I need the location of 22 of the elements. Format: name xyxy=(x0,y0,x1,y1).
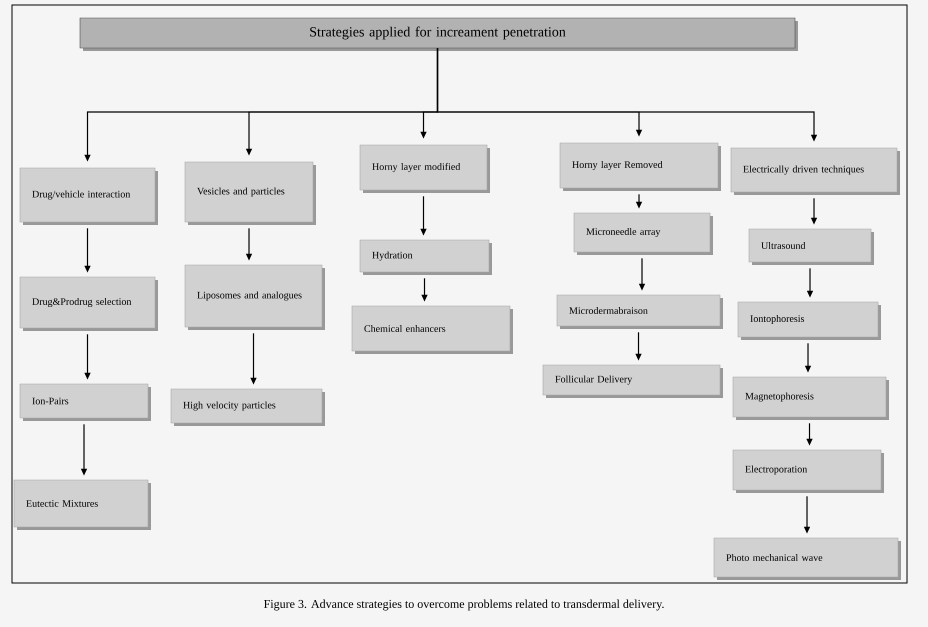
process-box: Follicular Delivery xyxy=(542,364,723,398)
process-box: Chemical enhancers xyxy=(352,306,513,354)
process-box: Iontophoresis xyxy=(738,302,881,340)
process-box: Horny layer modified xyxy=(360,144,490,193)
process-box: Liposomes and analogues xyxy=(184,264,325,330)
process-box: High velocity particles xyxy=(170,388,325,426)
process-box: Drug/vehicle interaction xyxy=(20,168,158,225)
process-box: Magnetophoresis xyxy=(732,376,890,420)
process-box: Photo mechanical wave xyxy=(714,538,901,580)
caption: Figure 3. Advance strategies to overcome problems related to transdermal delivery. xyxy=(264,600,664,610)
process-box: Microdermabraison xyxy=(556,294,723,329)
process-box: Microneedle array xyxy=(574,212,713,255)
title-box: Strategies applied for increament penetration xyxy=(80,18,798,51)
process-box: Vesicles and particles xyxy=(184,162,316,225)
process-box: Electroporation xyxy=(732,450,884,493)
process-box: Ion-Pairs xyxy=(20,384,151,421)
process-box: Drug&Prodrug selection xyxy=(20,276,158,331)
process-box: Horny layer Removed xyxy=(560,142,721,191)
process-box: Electrically driven techniques xyxy=(730,148,900,195)
process-box: Ultrasound xyxy=(748,228,874,265)
process-box: Eutectic Mixtures xyxy=(14,480,151,530)
process-box: Hydration xyxy=(360,240,492,275)
